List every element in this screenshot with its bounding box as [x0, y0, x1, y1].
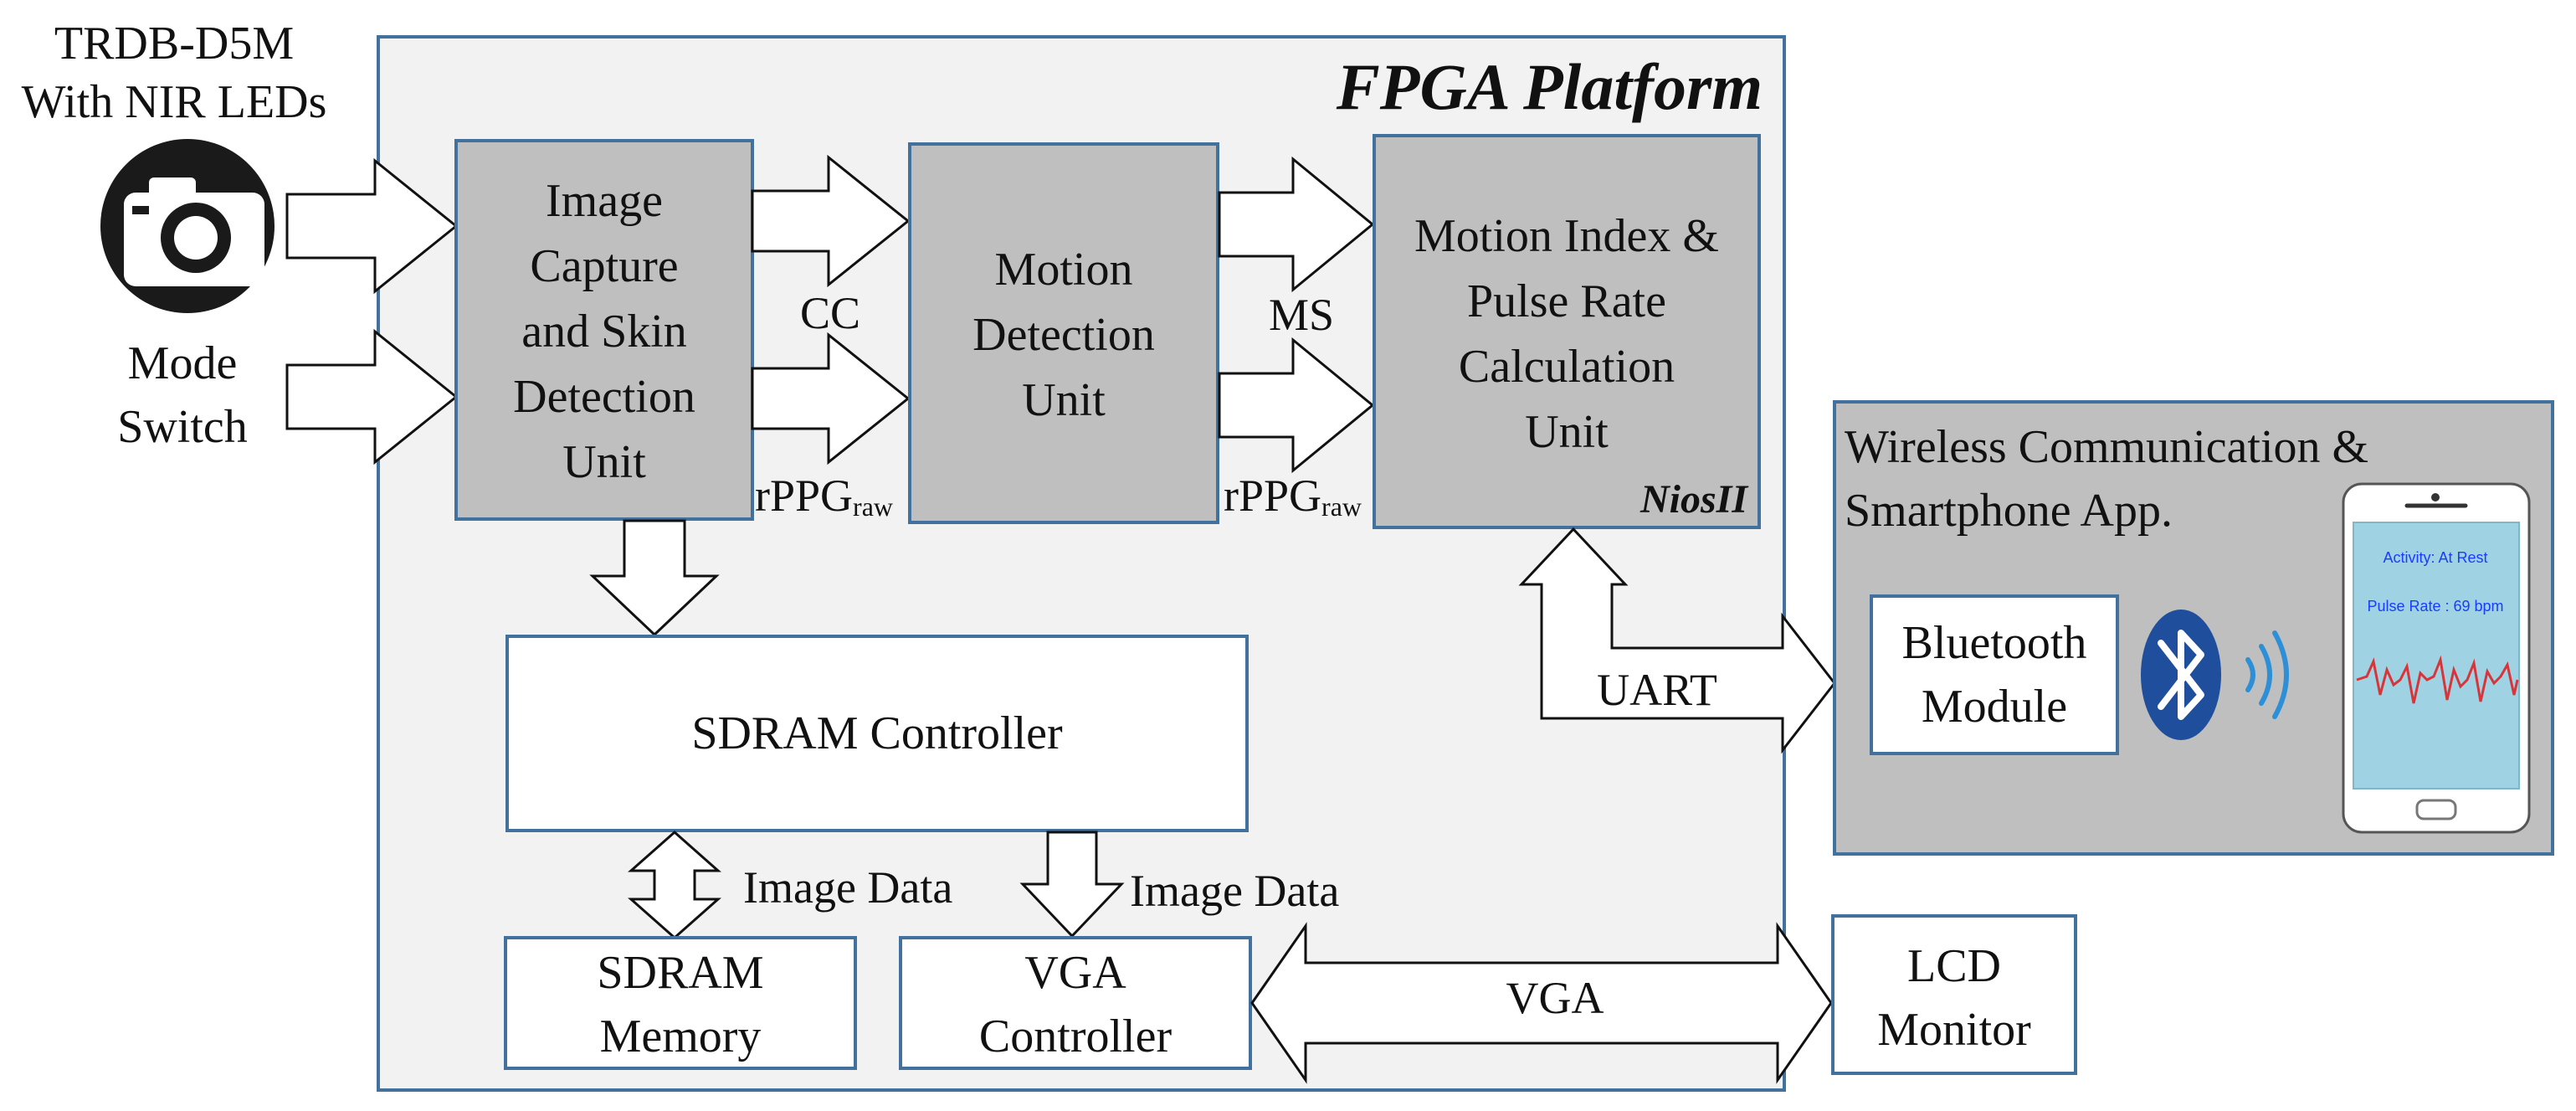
phone-pulse-text: Pulse Rate : 69 bpm [2367, 598, 2503, 615]
mode-switch-line2: Switch [117, 401, 248, 453]
sdram-controller [505, 635, 1249, 832]
image-capture-line4: Detection [513, 371, 695, 423]
motion-index-line1: Motion Index & [1414, 210, 1719, 262]
image-capture-line2: Capture [530, 240, 678, 292]
rppg-arrow-1 [751, 332, 911, 465]
camera-title-line1: TRDB-D5M [54, 18, 294, 69]
phone-activity-text: Activity: At Rest [2383, 549, 2487, 566]
bluetooth-module [1870, 594, 2119, 755]
sdram-controller-label: SDRAM Controller [691, 707, 1063, 759]
image-capture-line3: and Skin [521, 306, 687, 357]
bluetooth-icon [2141, 610, 2221, 740]
vga-label: VGA [1506, 973, 1604, 1023]
wireless-title-line2: Smartphone App. [1845, 485, 2173, 537]
sdram-memory [504, 936, 857, 1070]
motion-detection-line1: Motion [995, 244, 1133, 296]
motion-detection-line2: Detection [972, 309, 1155, 361]
capture-to-sdram-arrow [589, 519, 720, 637]
wireless-title-line1: Wireless Communication & [1845, 421, 2368, 473]
rppg-arrow-2 [1218, 337, 1375, 474]
vga-controller-line1: VGA [1024, 947, 1126, 999]
uart-label: UART [1597, 665, 1717, 715]
fpga-platform-title: FPGA Platform [1336, 50, 1763, 123]
mode-switch-to-capture-arrow [285, 328, 459, 465]
lcd-monitor [1831, 914, 2077, 1075]
image-data-label-2: Image Data [1130, 866, 1339, 916]
image-capture-line1: Image [546, 175, 663, 227]
image-data-label-1: Image Data [743, 862, 952, 913]
image-capture-line5: Unit [562, 436, 646, 488]
image-capture-unit [454, 139, 754, 521]
sdram-memory-line1: SDRAM [597, 947, 763, 999]
ms-label: MS [1269, 290, 1334, 340]
motion-index-line3: Calculation [1459, 341, 1675, 393]
nios-label: NiosII [1640, 477, 1749, 522]
motion-detection-unit [908, 142, 1219, 524]
lcd-monitor-line1: LCD [1907, 940, 2001, 992]
camera-icon [100, 139, 275, 313]
rppg-label-1: rPPGraw [755, 471, 893, 522]
motion-detection-line3: Unit [1022, 374, 1106, 426]
bluetooth-module-line1: Bluetooth [1902, 617, 2087, 669]
ms-arrow [1218, 156, 1375, 293]
motion-index-line4: Unit [1525, 406, 1609, 458]
rppg-label-2: rPPGraw [1224, 471, 1362, 522]
camera-to-capture-arrow [285, 157, 459, 295]
lcd-monitor-line2: Monitor [1877, 1004, 2031, 1056]
cc-label: CC [800, 288, 860, 338]
motion-index-unit [1373, 134, 1761, 529]
motion-index-line2: Pulse Rate [1467, 275, 1666, 327]
pulse-waveform [2356, 655, 2519, 704]
sdram-to-vga-arrow [1019, 831, 1125, 939]
sdram-memory-line2: Memory [600, 1011, 762, 1062]
cc-arrow [751, 154, 911, 288]
wireless-signal-icon [2245, 630, 2289, 719]
bluetooth-module-line2: Module [1922, 681, 2067, 733]
mode-switch-line1: Mode [128, 337, 238, 389]
smartphone-icon [2342, 482, 2531, 834]
vga-controller-line2: Controller [979, 1011, 1173, 1062]
camera-title-line2: With NIR LEDs [22, 76, 327, 128]
vga-controller [899, 936, 1252, 1070]
